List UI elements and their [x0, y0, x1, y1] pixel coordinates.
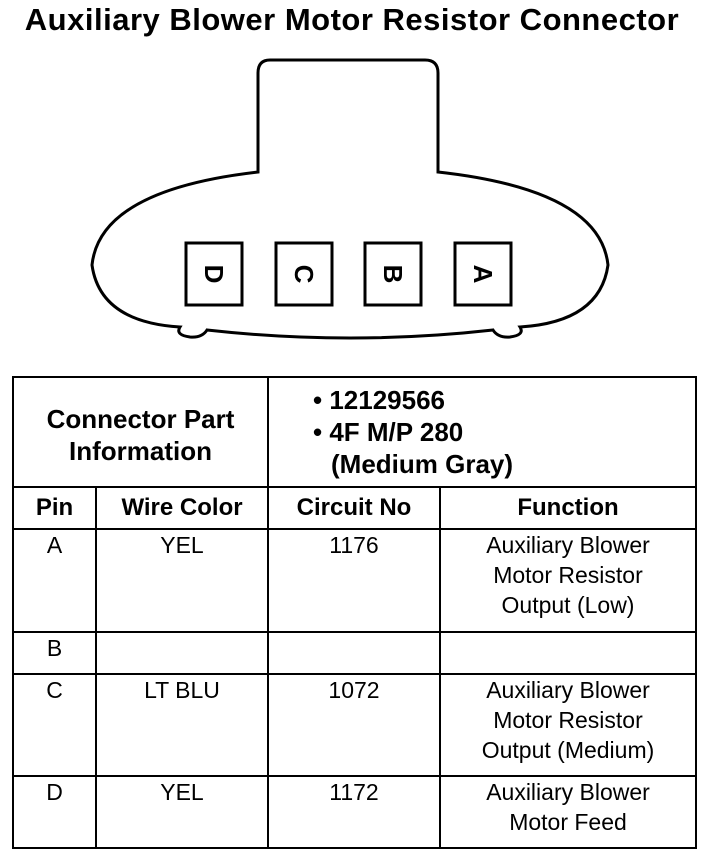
cell-circuit: 1176 [267, 528, 441, 633]
cell-circuit: 1072 [267, 673, 441, 777]
cell-wire-color: LT BLU [95, 673, 269, 777]
header-function: Function [439, 486, 697, 530]
cell-pin: A [12, 528, 97, 633]
function-line: Motor Feed [509, 809, 627, 835]
function-line: Motor Resistor [493, 562, 643, 588]
part-mp-number: • 4F M/P 280 [313, 417, 464, 447]
cell-wire-color [95, 631, 269, 675]
part-info-label-line: Information [69, 436, 212, 466]
pin-cavity-d: D [184, 241, 244, 307]
header-wire-color: Wire Color [95, 486, 269, 530]
table-row: D YEL 1172 Auxiliary Blower Motor Feed [12, 775, 697, 849]
pin-cavity-a: A [453, 241, 513, 307]
cell-function: Auxiliary Blower Motor Resistor Output (… [439, 528, 697, 633]
cell-pin: C [12, 673, 97, 777]
function-line: Auxiliary Blower [486, 779, 650, 805]
function-line: Auxiliary Blower [486, 532, 650, 558]
pin-cavity-c: C [274, 241, 334, 307]
cell-wire-color: YEL [95, 775, 269, 849]
header-circuit-no: Circuit No [267, 486, 441, 530]
pin-cavity-b: B [363, 241, 423, 307]
part-info-label: Connector Part Information [12, 376, 269, 488]
function-line: Output (Medium) [481, 737, 655, 763]
part-info-label-line: Connector Part [46, 404, 235, 434]
table-row: B [12, 631, 697, 675]
part-info-row: Connector Part Information • 12129566 • … [12, 376, 697, 488]
pin-label-c: C [289, 265, 319, 284]
cell-function: Auxiliary Blower Motor Feed [439, 775, 697, 849]
pin-label-d: D [199, 265, 229, 284]
connector-outline [90, 58, 610, 340]
connector-table: Connector Part Information • 12129566 • … [12, 376, 697, 849]
cell-wire-color: YEL [95, 528, 269, 633]
header-pin: Pin [12, 486, 97, 530]
function-line: Motor Resistor [493, 707, 643, 733]
function-line: Output (Low) [501, 592, 635, 618]
part-info-values: • 12129566 • 4F M/P 280 (Medium Gray) [267, 376, 697, 488]
pin-label-a: A [468, 265, 498, 284]
table-header-row: Pin Wire Color Circuit No Function [12, 486, 697, 530]
part-number: • 12129566 [313, 385, 446, 415]
cell-function [439, 631, 697, 675]
cell-circuit [267, 631, 441, 675]
cell-pin: D [12, 775, 97, 849]
table-row: C LT BLU 1072 Auxiliary Blower Motor Res… [12, 673, 697, 777]
cell-pin: B [12, 631, 97, 675]
connector-diagram: D C B A [90, 58, 610, 340]
page-title: Auxiliary Blower Motor Resistor Connecto… [24, 2, 680, 37]
cell-circuit: 1172 [267, 775, 441, 849]
pin-label-b: B [378, 265, 408, 284]
table-row: A YEL 1176 Auxiliary Blower Motor Resist… [12, 528, 697, 633]
cell-function: Auxiliary Blower Motor Resistor Output (… [439, 673, 697, 777]
part-color: (Medium Gray) [331, 449, 514, 479]
function-line: Auxiliary Blower [486, 677, 650, 703]
